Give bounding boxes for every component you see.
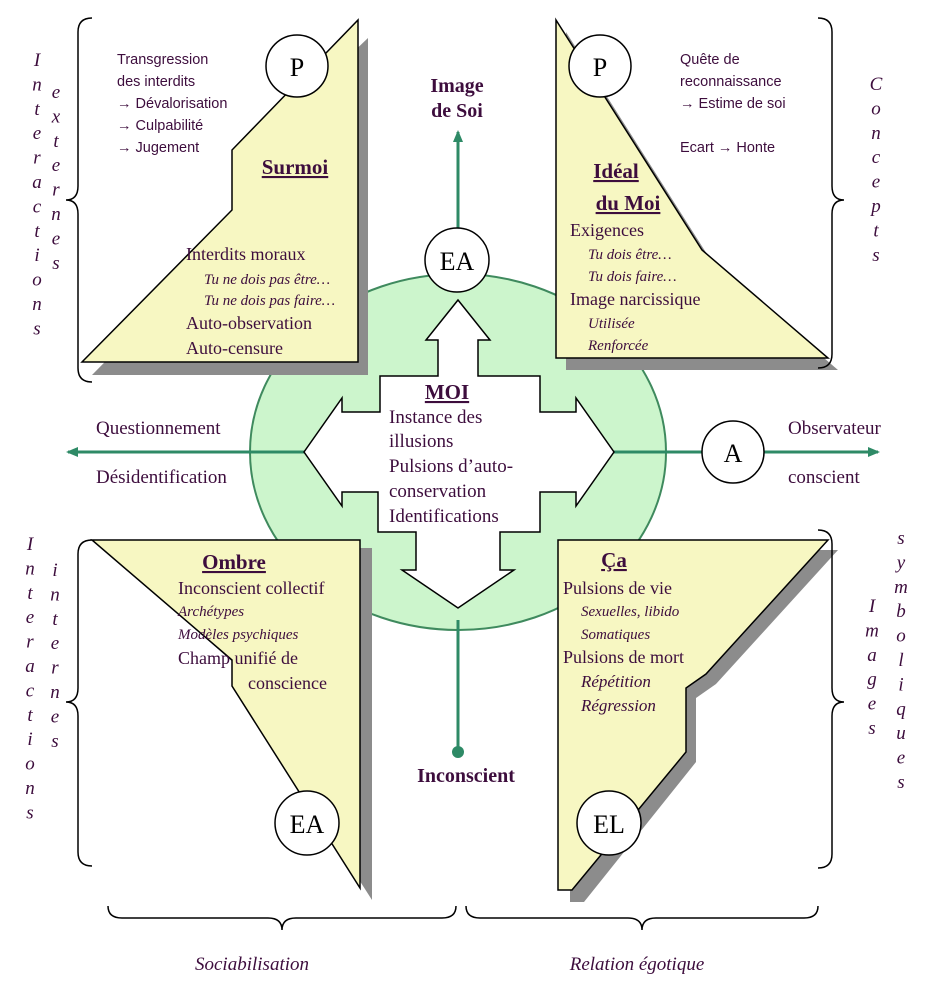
- axis-down-dot: [452, 746, 464, 758]
- ombre-title: Ombre: [202, 550, 266, 574]
- ideal-italic-2: Tu dois faire…: [588, 269, 677, 285]
- ombre-italic-2: Modèles psychiques: [177, 627, 299, 643]
- moi-cross-arrow: [303, 298, 615, 609]
- panel-ombre-shape: [89, 539, 361, 891]
- surmoi-line-2: Auto-observation: [186, 313, 312, 333]
- circle-top-ea: [424, 227, 490, 293]
- surmoi-note-3: → Dévalorisation: [117, 96, 227, 112]
- brace-right-bottom: [817, 529, 845, 869]
- surmoi-title: Surmoi: [262, 155, 329, 179]
- brace-bottom-left: [107, 905, 457, 931]
- sociabilisation-label: Sociabilisation: [195, 954, 309, 975]
- ca-italic-2: Somatiques: [581, 627, 650, 643]
- ca-line-2: Pulsions de mort: [563, 647, 684, 667]
- surmoi-line-1: Interdits moraux: [186, 244, 305, 264]
- ideal-title-1: Idéal: [593, 159, 639, 183]
- ideal-note-2: reconnaissance: [680, 74, 782, 90]
- brace-right-top: [817, 17, 845, 369]
- surmoi-italic-1: Tu ne dois pas être…: [204, 272, 330, 288]
- moi-line-4: conservation: [389, 481, 487, 502]
- circle-top-ea-label: EA: [440, 247, 475, 276]
- ideal-italic-4: Renforcée: [587, 338, 649, 354]
- surmoi-note-4: → Culpabilité: [117, 118, 203, 134]
- ideal-line-2: Image narcissique: [570, 289, 700, 309]
- moi-title: MOI: [425, 380, 469, 404]
- image-de-soi-label-1: Image: [430, 75, 483, 97]
- brace-left-bottom: [65, 539, 93, 867]
- surmoi-line-3: Auto-censure: [186, 338, 283, 358]
- conscient-label: conscient: [788, 467, 860, 488]
- surmoi-note-1: Transgression: [117, 52, 208, 68]
- ca-title: Ça: [601, 548, 627, 572]
- ideal-line-1: Exigences: [570, 220, 644, 240]
- circle-tl-p-label: P: [290, 53, 304, 82]
- brace-bottom-right: [465, 905, 819, 931]
- node-circles: EA A P P EA EL: [265, 34, 765, 856]
- circle-bl-ea: [274, 790, 340, 856]
- circle-tl-p: [265, 34, 329, 98]
- circle-tr-p: [568, 34, 632, 98]
- ideal-italic-3: Utilisée: [588, 316, 635, 332]
- circle-br-el-label: EL: [593, 810, 625, 839]
- panel-surmoi-shape: [80, 18, 359, 363]
- ca-italic-3: Répétition: [580, 672, 651, 691]
- ca-italic-1: Sexuelles, libido: [581, 604, 680, 620]
- ideal-note-3: → Estime de soi: [680, 96, 786, 112]
- ideal-note-1: Quête de: [680, 52, 740, 68]
- panel-ideal-shape: [555, 17, 831, 359]
- circle-right-a-label: A: [724, 439, 743, 468]
- ideal-italic-1: Tu dois être…: [588, 247, 672, 263]
- moi-line-2: illusions: [389, 431, 453, 452]
- moi-line-5: Identifications: [389, 506, 499, 527]
- ideal-note-4: Ecart → Honte: [680, 140, 775, 156]
- relation-egotique-label: Relation égotique: [569, 954, 705, 975]
- ombre-line-2: Champ unifié de: [178, 648, 298, 668]
- panel-ombre: [89, 539, 372, 900]
- questionnement-label: Questionnement: [96, 418, 221, 439]
- inconscient-label: Inconscient: [417, 765, 515, 787]
- braces: [65, 17, 845, 931]
- circle-tr-p-label: P: [593, 53, 607, 82]
- image-de-soi-label-2: de Soi: [431, 100, 483, 122]
- ideal-title-2: du Moi: [596, 191, 661, 215]
- ombre-line-3: conscience: [248, 673, 327, 693]
- panel-ideal-du-moi: [555, 17, 838, 370]
- observateur-label: Observateur: [788, 418, 882, 439]
- ombre-line-1: Inconscient collectif: [178, 578, 324, 598]
- surmoi-italic-2: Tu ne dois pas faire…: [204, 293, 335, 309]
- moi-line-1: Instance des: [389, 407, 482, 428]
- ombre-italic-1: Archétypes: [177, 604, 244, 620]
- circle-bl-ea-label: EA: [290, 810, 325, 839]
- ca-line-1: Pulsions de vie: [563, 578, 672, 598]
- panel-surmoi: [80, 18, 368, 375]
- moi-line-3: Pulsions d’auto-: [389, 456, 513, 477]
- circle-right-a: [701, 420, 765, 484]
- ca-italic-4: Régression: [580, 696, 656, 715]
- desidentification-label: Désidentification: [96, 467, 227, 488]
- surmoi-note-5: → Jugement: [117, 140, 199, 156]
- surmoi-note-2: des interdits: [117, 74, 195, 90]
- brace-left-top: [65, 17, 93, 383]
- circle-br-el: [576, 790, 642, 856]
